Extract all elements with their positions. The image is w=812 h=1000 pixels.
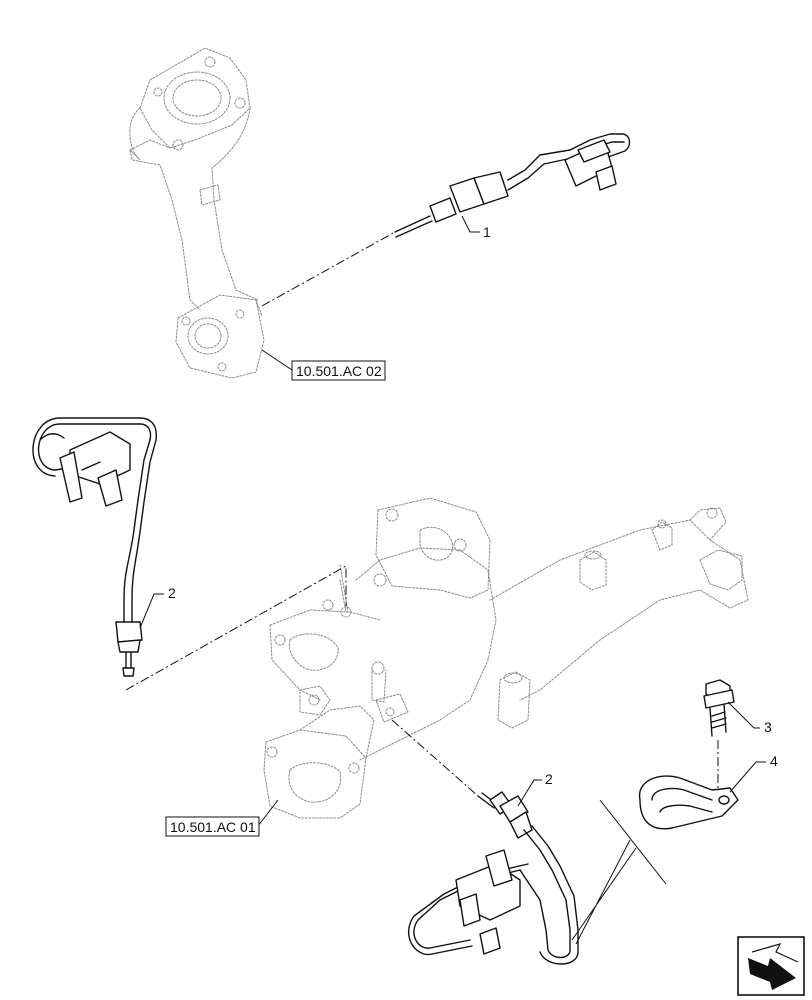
callout-1: 1 [483,224,491,240]
exhaust-manifold [263,497,749,819]
assembly-centerline-left [125,565,347,691]
clip-4 [638,775,739,830]
exhaust-temperature-sensor-1 [394,133,631,238]
callout-3-leader [727,701,760,729]
ref-box-upper[interactable] [291,360,386,381]
ref-label-upper[interactable]: 10.501.AC 02 [296,363,382,379]
ref-lower-leader [257,799,279,827]
callout-2b-leader [517,779,542,807]
exhaust-temperature-sensor-2-left [32,417,157,677]
callout-2b: 2 [545,771,553,787]
assembly-centerline-lower [391,719,479,797]
bolt-3 [703,679,735,790]
callout-4: 4 [770,753,778,769]
ref-upper-leader [261,349,293,371]
detail-leader-lines [571,799,667,945]
exhaust-elbow-pipe [129,47,265,379]
callout-2a-leader [139,593,164,629]
callout-4-leader [729,761,766,793]
callout-3: 3 [764,719,772,735]
assembly-centerline-upper [261,231,396,307]
next-page-arrow-icon[interactable] [737,936,805,996]
ref-box-lower[interactable] [165,816,260,837]
exhaust-temperature-sensor-2-lower [408,791,579,965]
ref-label-lower[interactable]: 10.501.AC 01 [170,819,256,835]
callout-1-leader [461,215,480,233]
callout-2a: 2 [168,585,176,601]
